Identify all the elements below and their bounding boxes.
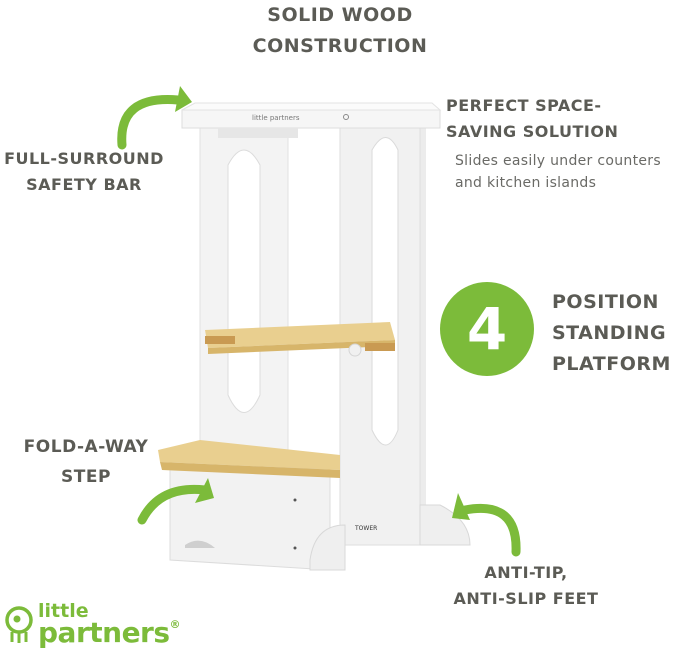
brand-name-line1: little bbox=[38, 599, 89, 622]
platform-count-badge: 4 bbox=[440, 282, 534, 376]
brand-name-line2: partners® bbox=[38, 617, 181, 646]
brand-logo: little partners® bbox=[4, 599, 181, 646]
brand-mascot-icon bbox=[5, 606, 33, 643]
feature-safety-bar: FULL-SURROUND SAFETY BAR bbox=[0, 146, 168, 198]
feature-safety-bar-line1: FULL-SURROUND bbox=[4, 149, 164, 168]
feature-platform-line2: STANDING bbox=[552, 322, 667, 344]
top-logo-text: little partners bbox=[252, 114, 300, 122]
registered-mark: ® bbox=[169, 617, 181, 631]
feature-space-saving-desc-line2: and kitchen islands bbox=[455, 174, 597, 191]
feature-platform-line1: POSITION bbox=[552, 291, 659, 313]
side-label-text: TOWER bbox=[354, 525, 377, 532]
feature-space-saving-line1: PERFECT SPACE- bbox=[446, 96, 602, 115]
arrow-anti-tip-icon bbox=[460, 503, 521, 557]
feature-anti-tip: ANTI-TIP, ANTI-SLIP FEET bbox=[446, 560, 606, 612]
arrow-fold-step-icon bbox=[137, 484, 210, 525]
feature-solid-wood-line1: SOLID WOOD bbox=[267, 4, 413, 26]
feature-space-saving: PERFECT SPACE- SAVING SOLUTION bbox=[446, 93, 618, 145]
feature-solid-wood: SOLID WOOD CONSTRUCTION bbox=[240, 0, 440, 62]
platform-count-number: 4 bbox=[466, 295, 508, 363]
feature-space-saving-desc-line1: Slides easily under counters bbox=[455, 153, 661, 169]
feature-fold-step-line1: FOLD-A-WAY bbox=[23, 437, 149, 457]
feature-anti-tip-line1: ANTI-TIP, bbox=[484, 563, 568, 582]
feature-anti-tip-line2: ANTI-SLIP FEET bbox=[453, 589, 599, 608]
feature-space-saving-line2: SAVING SOLUTION bbox=[446, 122, 619, 141]
feature-standing-platform: POSITION STANDING PLATFORM bbox=[552, 287, 671, 380]
arrow-safety-bar-icon bbox=[117, 95, 183, 150]
feature-space-saving-description: Slides easily under counters and kitchen… bbox=[455, 151, 661, 194]
feature-solid-wood-line2: CONSTRUCTION bbox=[252, 35, 428, 57]
feature-safety-bar-line2: SAFETY BAR bbox=[26, 175, 142, 194]
feature-platform-line3: PLATFORM bbox=[552, 353, 671, 375]
feature-fold-step: FOLD-A-WAY STEP bbox=[8, 432, 164, 492]
feature-fold-step-line2: STEP bbox=[61, 467, 111, 487]
brand-name-word: partners bbox=[38, 615, 170, 649]
